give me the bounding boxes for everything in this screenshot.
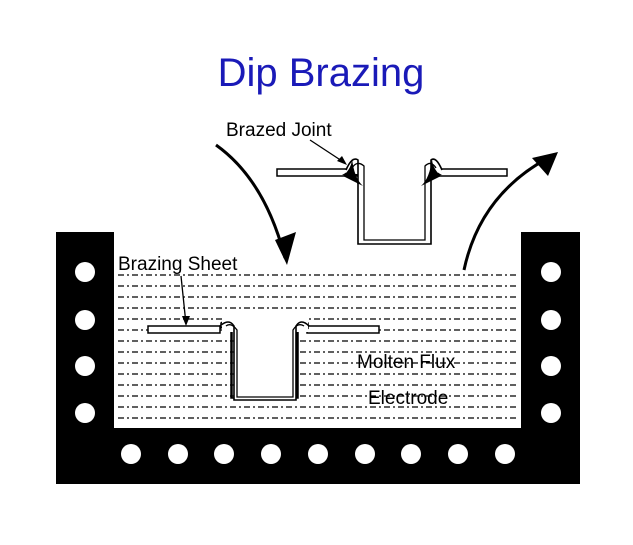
- brazing-sheet-leader-head: [182, 316, 190, 326]
- electrode-label: Electrode: [368, 388, 448, 409]
- molten-flux-label: Molten Flux: [357, 352, 456, 373]
- lowering-arrowhead: [275, 232, 296, 265]
- brazed-joint-leader-head: [337, 156, 347, 165]
- submerged-assembly: [147, 318, 380, 401]
- raising-arrowhead: [532, 152, 558, 176]
- brazing-tank: [56, 232, 580, 484]
- raising-arrow: [462, 156, 549, 271]
- molten-flux-bath: [118, 274, 518, 419]
- diagram-title: Dip Brazing: [218, 51, 425, 95]
- tank-heating-holes: [75, 262, 561, 464]
- lowering-arrow: [215, 143, 287, 259]
- brazing-sheet-label: Brazing Sheet: [118, 254, 238, 275]
- brazed-joint-label: Brazed Joint: [226, 120, 332, 141]
- brazed-assembly: [276, 154, 508, 245]
